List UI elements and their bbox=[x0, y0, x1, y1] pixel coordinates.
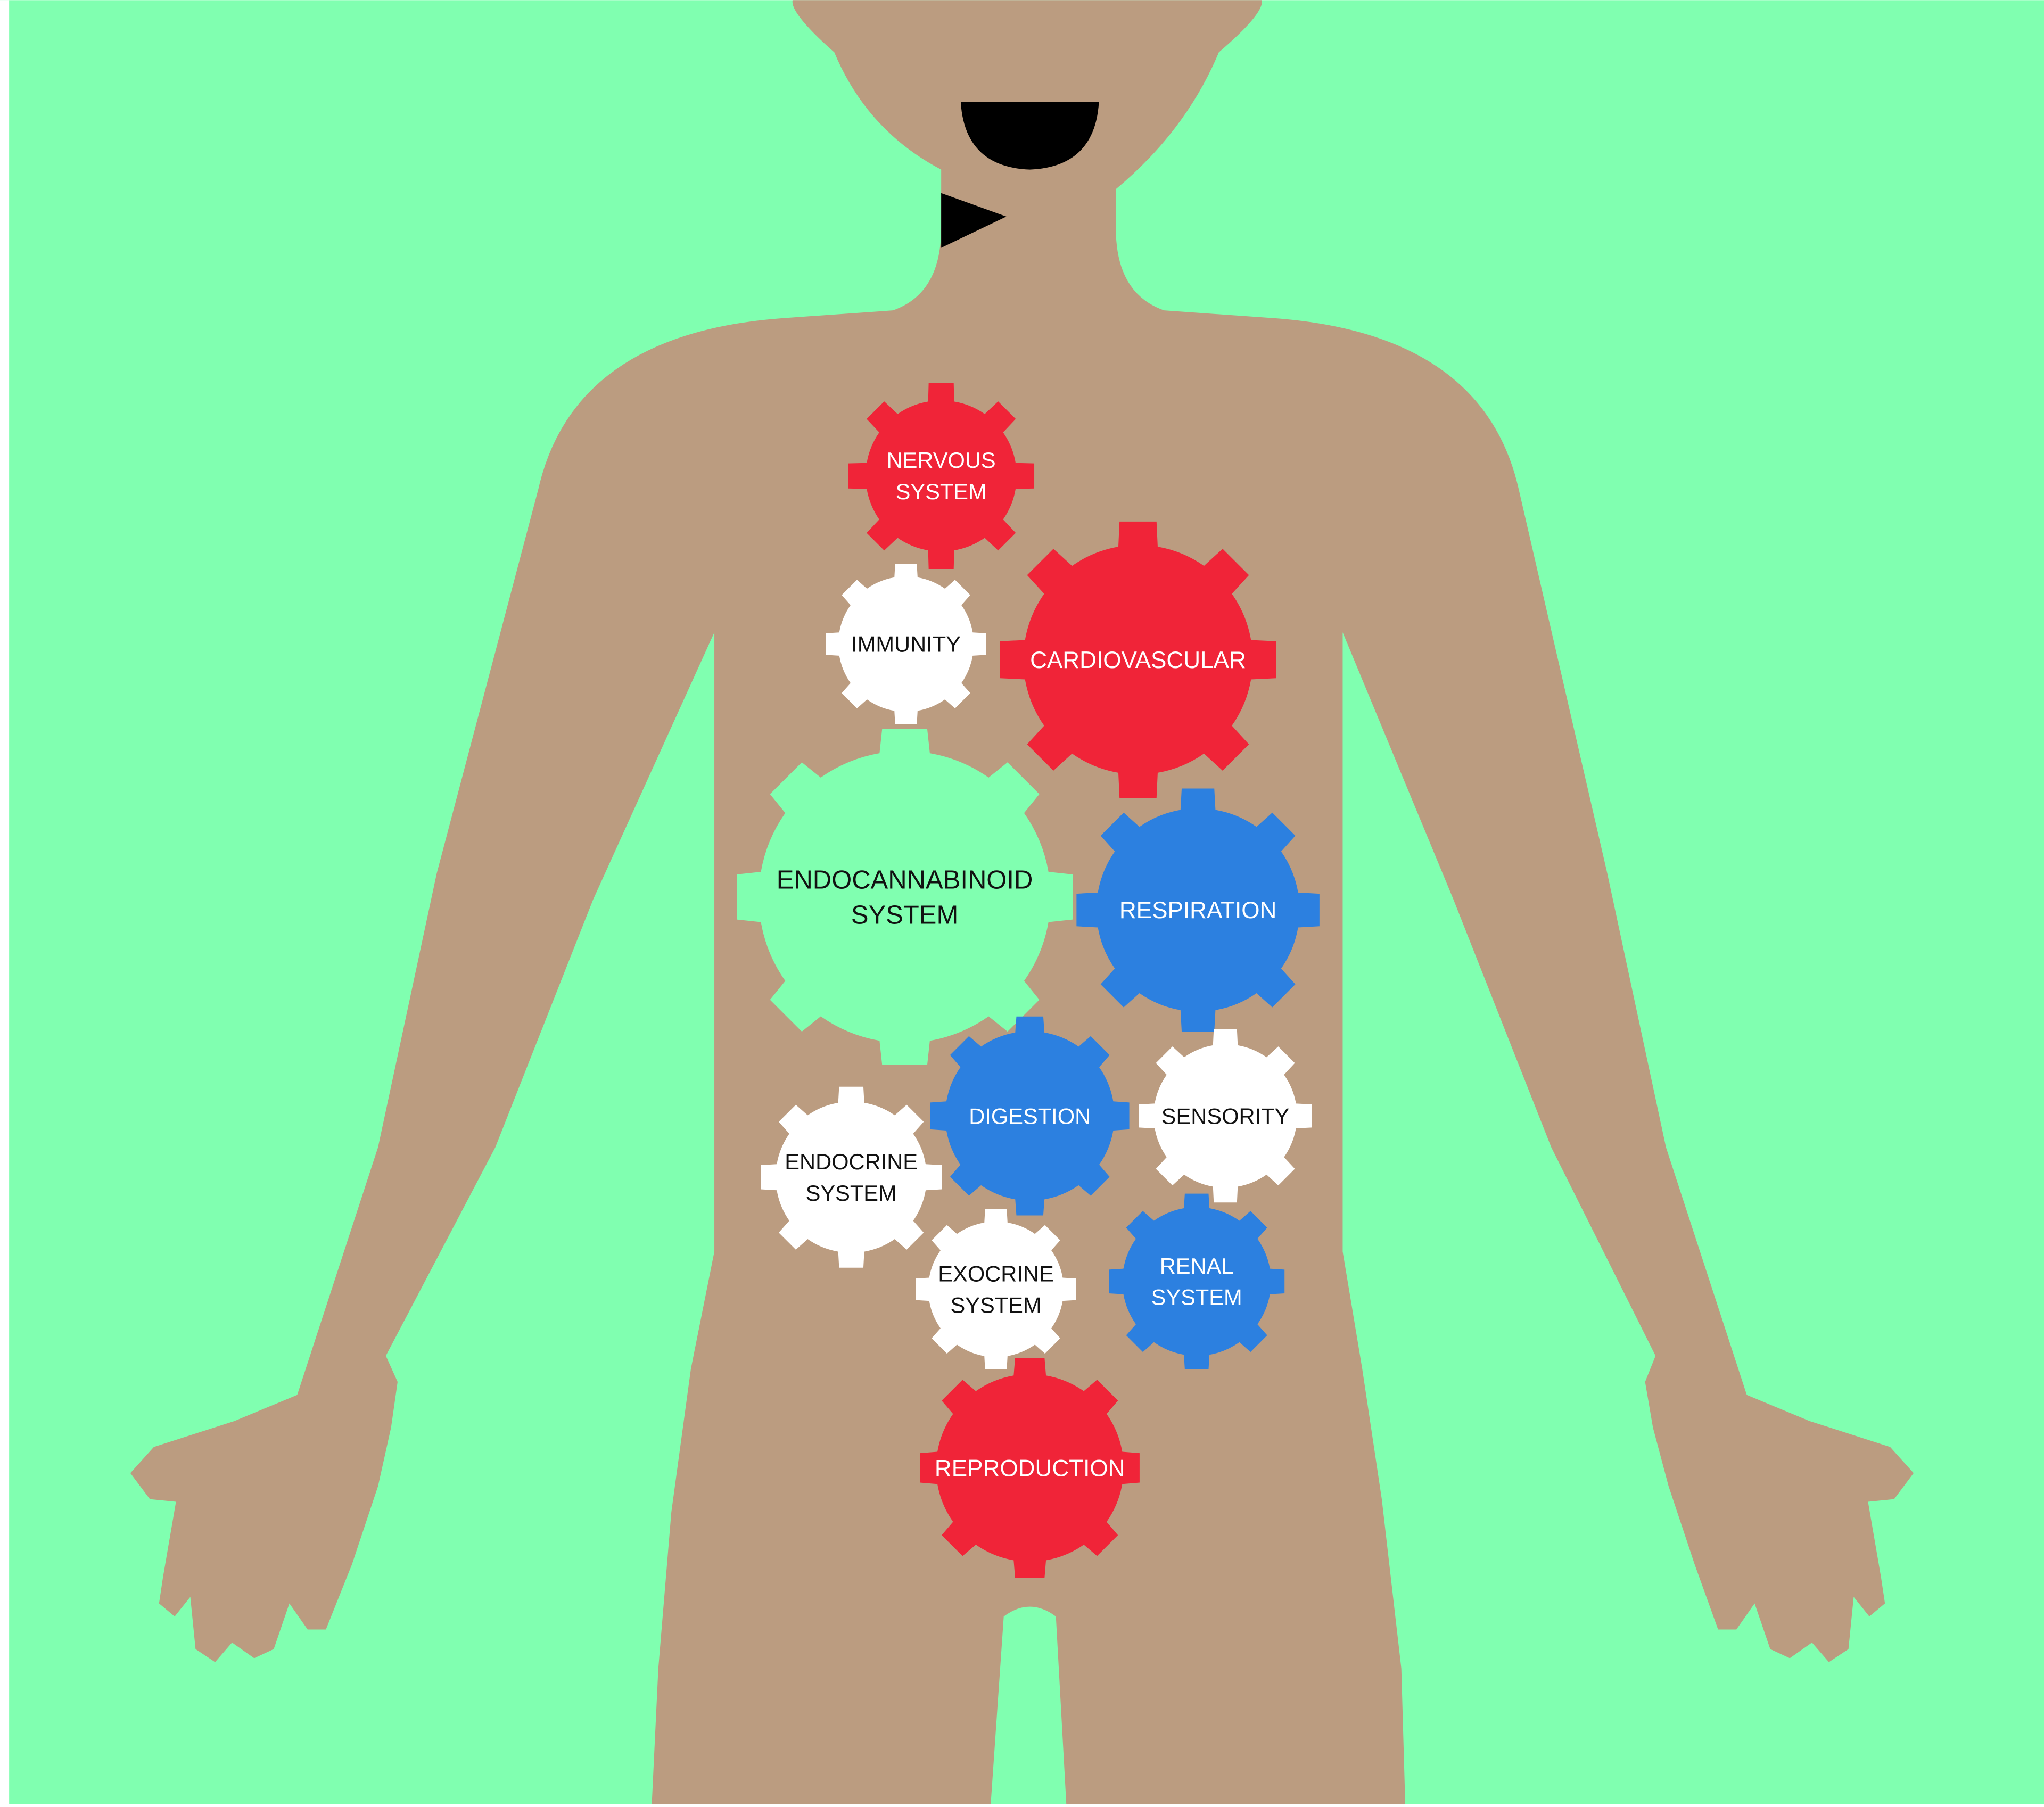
gear-label-respiration-line-1: RESPIRATION bbox=[1119, 897, 1277, 923]
gear-label-nervous-system-line-1: NERVOUS bbox=[887, 448, 996, 473]
gear-label-sensority-line-1: SENSORITY bbox=[1161, 1103, 1290, 1128]
gear-nervous-system: NERVOUS SYSTEM bbox=[848, 383, 1034, 569]
gear-label-reproduction-line-1: REPRODUCTION bbox=[935, 1455, 1125, 1481]
gear-digestion: DIGESTION bbox=[930, 1017, 1130, 1216]
gear-endocrine-system: ENDOCRINE SYSTEM bbox=[761, 1087, 942, 1268]
gear-shape-renal-system bbox=[1109, 1194, 1284, 1369]
gear-label-endocannabinoid-system-line-1: ENDOCANNABINOID bbox=[777, 865, 1033, 894]
left-white-edge bbox=[0, 0, 9, 1804]
gear-label-exocrine-system-line-1: EXOCRINE bbox=[938, 1261, 1053, 1286]
gear-renal-system: RENAL SYSTEM bbox=[1109, 1194, 1284, 1369]
gear-label-renal-system-line-1: RENAL bbox=[1160, 1253, 1234, 1278]
gear-label-cardiovascular-line-1: CARDIOVASCULAR bbox=[1030, 647, 1246, 673]
gear-label-endocrine-system-line-1: ENDOCRINE bbox=[785, 1149, 918, 1174]
gear-shape-nervous-system bbox=[848, 383, 1034, 569]
gear-shape-exocrine-system bbox=[916, 1209, 1076, 1369]
gear-label-endocannabinoid-system-line-2: SYSTEM bbox=[851, 901, 958, 929]
gear-immunity: IMMUNITY bbox=[826, 564, 986, 724]
gear-reproduction: REPRODUCTION bbox=[920, 1358, 1139, 1578]
gear-label-digestion-line-1: DIGESTION bbox=[969, 1103, 1091, 1128]
gear-label-exocrine-system-line-2: SYSTEM bbox=[950, 1292, 1041, 1317]
gear-label-renal-system-line-2: SYSTEM bbox=[1151, 1285, 1242, 1310]
gear-cardiovascular: CARDIOVASCULAR bbox=[1000, 522, 1276, 798]
gear-sensority: SENSORITY bbox=[1139, 1029, 1312, 1202]
gear-label-nervous-system-line-2: SYSTEM bbox=[896, 479, 987, 504]
gear-respiration: RESPIRATION bbox=[1076, 788, 1319, 1031]
gear-label-endocrine-system-line-2: SYSTEM bbox=[806, 1181, 897, 1206]
gear-exocrine-system: EXOCRINE SYSTEM bbox=[916, 1209, 1076, 1369]
gear-shape-endocannabinoid-system bbox=[737, 729, 1073, 1065]
gear-endocannabinoid-system: ENDOCANNABINOID SYSTEM bbox=[737, 729, 1073, 1065]
gear-shape-endocrine-system bbox=[761, 1087, 942, 1268]
gear-label-immunity-line-1: IMMUNITY bbox=[851, 632, 961, 657]
